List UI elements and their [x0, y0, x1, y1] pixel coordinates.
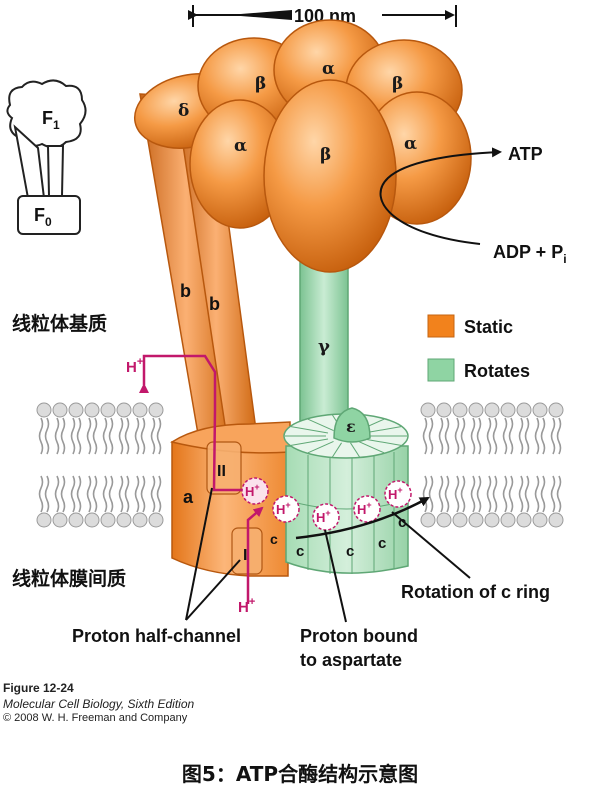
legend: Static Rotates [427, 314, 530, 382]
svg-text:H+: H+ [245, 482, 260, 499]
figure-copyright: © 2008 W. H. Freeman and Company [3, 712, 188, 724]
f1-head [189, 19, 472, 273]
atp-synthesis-arrow: ATP ADP + Pi [379, 144, 567, 266]
b-subunit-label-1: b [180, 281, 191, 301]
beta-label-center: β [320, 145, 331, 165]
f0-label: F0 [34, 205, 52, 229]
beta-label-left: β [255, 74, 266, 94]
b-subunit-label-2: b [209, 294, 220, 314]
figure-number: Figure 12-24 [3, 681, 74, 695]
intermembrane-label: 线粒体膜间质 [12, 567, 126, 590]
atp-label: ATP [508, 144, 543, 164]
channel-i-label: I [243, 547, 247, 564]
legend-label-static: Static [464, 317, 513, 337]
c-label-3: c [346, 543, 354, 560]
rotation-arrow [295, 496, 430, 540]
proton-h-bottom: H+ [238, 596, 255, 616]
alpha-label-top: α [322, 59, 335, 79]
f1-head-labels: β α β α β α [234, 59, 417, 165]
proton-bound-label-line1: Proton bound [300, 626, 418, 646]
svg-text:H+: H+ [388, 485, 403, 502]
svg-text:H+: H+ [316, 508, 331, 525]
bound-protons: H+ H+ H+ H+ H+ [241, 477, 412, 531]
f1-label: F1 [42, 108, 60, 132]
svg-text:H+: H+ [126, 356, 143, 376]
a-subunit-label: a [183, 487, 194, 507]
svg-text:H+: H+ [357, 500, 372, 517]
legend-label-rotates: Rotates [464, 361, 530, 381]
channel-ii-label: II [217, 463, 226, 480]
epsilon-subunit: ε [333, 407, 371, 443]
delta-label: δ [178, 101, 189, 121]
schematic-outline: F1 F0 [6, 79, 87, 235]
beta-label-right: β [392, 74, 403, 94]
legend-swatch-static [427, 314, 455, 338]
c-label-1: c [270, 531, 278, 547]
proton-h-top: H+ [126, 356, 143, 376]
c-label-5: c [398, 514, 406, 531]
c-label-4: c [378, 535, 386, 552]
lipid-bilayer [36, 402, 564, 528]
a-subunit: a II I [170, 421, 291, 577]
alpha-label-left: α [234, 136, 247, 156]
rotation-label: Rotation of c ring [401, 582, 550, 602]
proton-path [139, 354, 264, 604]
matrix-label: 线粒体基质 [12, 312, 107, 335]
alpha-label-right: α [404, 134, 417, 154]
gamma-label: γ [318, 336, 330, 357]
proton-bound-label-line2: to aspartate [300, 650, 402, 670]
proton-half-channel-label: Proton half-channel [72, 626, 241, 646]
gamma-subunit: γ [299, 249, 349, 441]
c-ring: c c c c c [270, 413, 409, 574]
c-label-2: c [296, 543, 304, 560]
figure-caption: 图5：ATP合酶结构示意图 [181, 762, 419, 786]
svg-text:H+: H+ [238, 596, 255, 616]
annotation-lines [185, 487, 471, 623]
epsilon-label: ε [346, 417, 356, 436]
svg-text:H+: H+ [276, 500, 291, 517]
adp-pi-label: ADP + Pi [493, 242, 567, 266]
figure-source-book: Molecular Cell Biology, Sixth Edition [3, 697, 195, 711]
legend-swatch-rotates [427, 358, 455, 382]
